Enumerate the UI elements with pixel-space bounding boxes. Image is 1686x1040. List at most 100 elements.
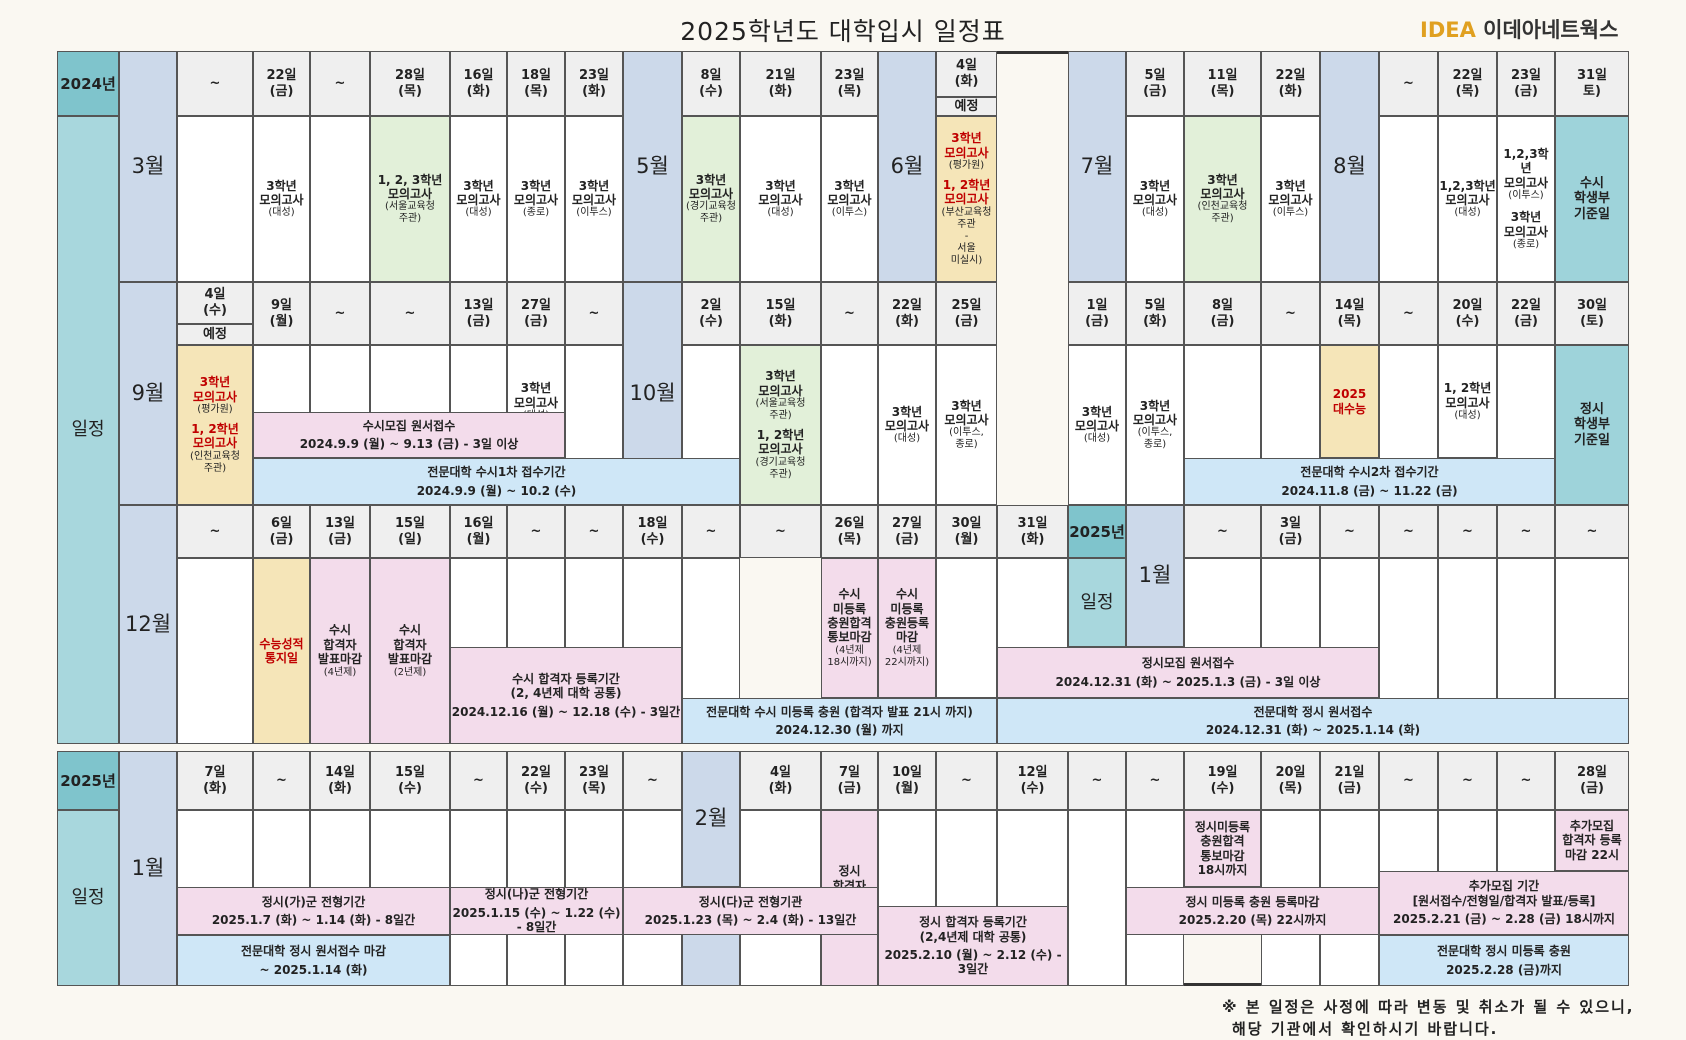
r2-event-nov1-sub: (대성) [1083,433,1111,445]
r2-event-nov20-sub: (대성) [1454,409,1481,421]
r4-header-20: ~ [1497,751,1555,810]
r4-header-9: 7일 (금) [821,751,878,810]
r4-header-17: 21일 (금) [1320,751,1379,810]
month-8: 8월 [1320,51,1379,282]
r2-event-oct15-title-1: 1, 2학년 모의고사 [756,428,805,457]
r2-event-nov20: 1, 2학년 모의고사(대성) [1438,345,1497,458]
r4-bar-ga-dates: 2025.1.7 (화) ~ 1.14 (화) - 8일간 [211,913,416,927]
r3-header-20: ~ [1555,505,1629,558]
r1-event-may8-title: 3학년 모의고사 [688,172,734,201]
r1-header-2: ~ [310,51,370,116]
r2-event-sep4-title-1: 1, 2학년 모의고사 [191,422,239,451]
r2-event-oct15: 3학년 모의고사(서울교육청 주관)1, 2학년 모의고사(경기교육청 주관) [740,345,821,505]
r3-header-10: 26일 (목) [821,505,878,558]
r3-bar-college-susi-fill-title: 전문대학 수시 미등록 충원 (합격자 발표 21시 까지) [706,704,973,719]
r2-header-5: 27일 (금) [507,282,565,345]
r1-header-15: 22일 (목) [1438,51,1497,116]
r1-event-jul22: 3학년 모의고사(이투스) [1261,116,1320,282]
r4-header-4: ~ [450,751,507,810]
r1-event-may21: 3학년 모의고사(대성) [740,116,821,282]
r2-event-sep4: 3학년 모의고사(평가원)1, 2학년 모의고사(인천교육청 주관) [177,345,253,505]
r3-event-dec27: 수시 미등록 충원등록 마감(4년제 22시까지) [878,558,936,698]
r2-header-7: 2일 (수) [682,282,740,345]
r3-header-1: 6일 (금) [253,505,310,558]
r4-event-feb28-title: 추가모집 합격자 등록 마감 22시 [1562,818,1622,862]
r1-event-jun4-title-0: 3학년 모의고사 [944,131,989,160]
r1-header-6: 23일 (화) [565,51,623,116]
r2-event-nov1: 3학년 모의고사(대성) [1068,345,1126,505]
r2-event-sep4-title-0: 3학년 모의고사 [192,375,238,404]
year-2025-label: 2025년 [57,751,119,810]
r3-event-dec26-title: 수시 미등록 충원합격 통보마감 [827,587,872,645]
r2-event-sep4-sub-0: (평가원) [197,404,233,415]
r4-bar-ga-title: 정시(가)군 전형기간 [261,894,366,909]
r2-event-oct15-title-0: 3학년 모의고사 [758,369,803,398]
r2-event-oct15-sub-1: (경기교육청 주관) [755,456,806,480]
r1-event-apr16-title: 3학년 모의고사 [456,178,501,207]
r4-header-7: ~ [623,751,682,810]
r1-event-may23-sub: (이투스) [831,207,868,219]
r2-header-8: 15일 (화) [740,282,821,345]
r3-bar-susi-register: 수시 합격자 등록기간 (2, 4년제 대학 공통)2024.12.16 (월)… [450,647,682,744]
r2-event-nov20-title: 1, 2학년 모의고사 [1443,381,1492,410]
r3-bar-college-susi-fill: 전문대학 수시 미등록 충원 (합격자 발표 21시 까지)2024.12.30… [682,698,997,744]
r3-header-11: 27일 (금) [878,505,936,558]
month-9: 9월 [119,282,177,505]
r2-event-nov14: 2025 대수능 [1320,345,1379,458]
r3-event-dec26-sub: (4년제 18시까지) [827,644,872,668]
notice-line-2: 해당 기관에서 확인하시기 바랍니다. [1232,1020,1499,1038]
r4-header-14: ~ [1126,751,1184,810]
r2-header-14: 8일 (금) [1184,282,1261,345]
r1-header-12: 11일 (목) [1184,51,1261,116]
r2-header-0: 4일 (수) [177,282,253,324]
r4-header-6: 23일 (목) [565,751,623,810]
r4-header-10: 10일 (월) [878,751,936,810]
r4-header-21: 28일 (금) [1555,751,1629,810]
r3-event-dec27-sub: (4년제 22시까지) [884,644,930,668]
r3-header-13: 31일 (화) [997,505,1068,558]
month-5: 5월 [623,51,682,282]
r2-event-oct25-sub: (이투스, 종로) [949,427,984,451]
r2-bar-college-susi1-dates: 2024.9.9 (월) ~ 10.2 (수) [416,483,577,498]
r3-header-3: 15일 (일) [370,505,450,558]
r3-empty-dec30 [936,558,997,698]
r1-event-aug22-sub: (대성) [1454,207,1481,219]
r4-header-1: ~ [253,751,310,810]
r1-event-aug23-title: 1,2,3학년 모의고사 [1503,147,1549,190]
r1-event-aug23-b-sub: (종로) [1512,238,1540,250]
r4-header-13: ~ [1068,751,1126,810]
r4-empty-12 [1068,810,1126,986]
r3-header-18: ~ [1438,505,1497,558]
r2-header-2: ~ [310,282,370,345]
r3-header-16: ~ [1320,505,1379,558]
brand-name: 이데아네트웍스 [1483,18,1619,42]
r1-event-may23: 3학년 모의고사(이투스) [821,116,878,282]
r1-header-14: ~ [1379,51,1438,116]
r1-header-9: 23일 (목) [821,51,878,116]
r1-event-mar28: 1, 2, 3학년 모의고사(서울교육청 주관) [370,116,450,282]
month-1-inline: 1월 [1126,505,1184,647]
r4-header-3: 15일 (수) [370,751,450,810]
r2-header-19: 22일 (금) [1497,282,1555,345]
r3-event-dec13-sub: (4년제) [323,666,357,678]
month-3: 3월 [119,51,177,282]
r2-header-16: 14일 (목) [1320,282,1379,345]
r3-event-dec15-sub: (2년제) [393,666,427,678]
notice-line-1: ※ 본 일정은 사정에 따라 변동 및 취소가 될 수 있으니, [1222,998,1635,1016]
r1-header-5: 18일 (목) [507,51,565,116]
r4-header-5: 22일 (수) [507,751,565,810]
r1-event-mar28-title: 1, 2, 3학년 모의고사 [377,172,443,201]
month-2: 2월 [682,751,740,887]
r1-event-apr23-sub: (이투스) [576,207,612,219]
r1-event-apr18-title: 3학년 모의고사 [513,178,559,207]
r2-event-oct22-title: 3학년 모의고사 [884,404,930,433]
r4-event-feb19: 정시미등록 충원합격 통보마감 18시까지 [1184,810,1261,887]
schedule-inline: 일정 [1068,558,1126,647]
r2-header-12: 1일 (금) [1068,282,1126,345]
r3-header-12: 30일 (월) [936,505,997,558]
schedule-label-2025: 일정 [57,810,119,986]
r1-event-aug22: 1,2,3학년 모의고사(대성) [1438,116,1497,282]
r2-yeji: 예정 [177,324,253,345]
